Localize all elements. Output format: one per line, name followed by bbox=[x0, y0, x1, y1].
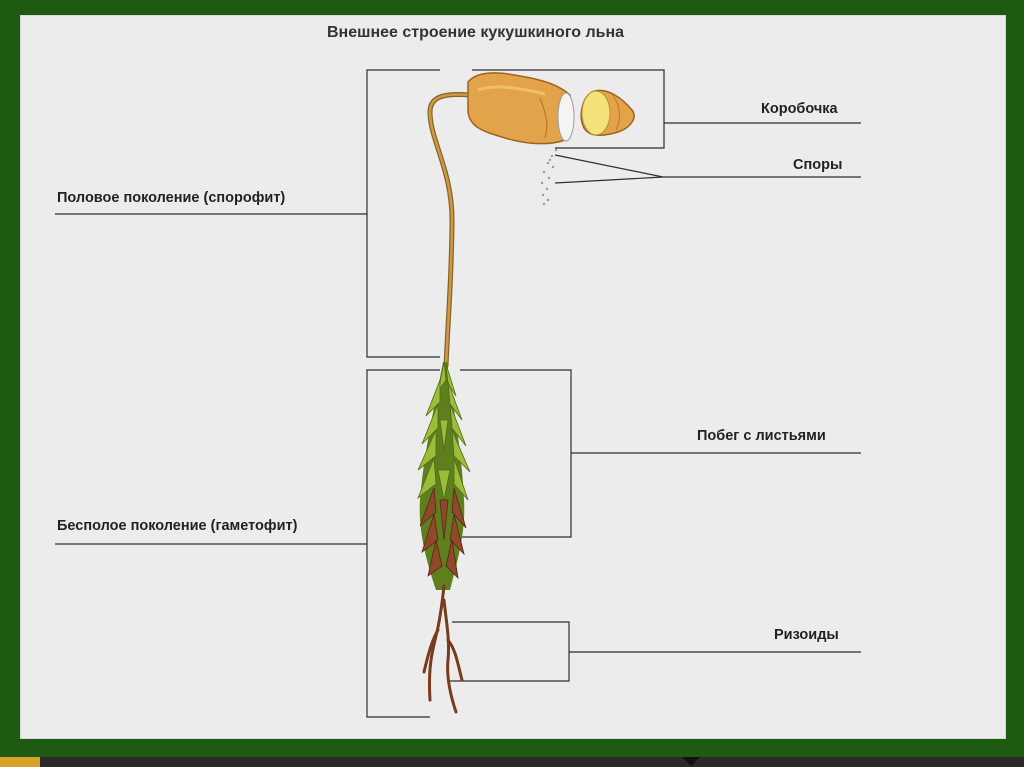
rhizoids-bracket bbox=[450, 622, 569, 681]
diagram-title: Внешнее строение кукушкиного льна bbox=[327, 24, 624, 42]
label-leafy-shoot: Побег с листьями bbox=[697, 428, 826, 444]
capsule-lid bbox=[581, 90, 634, 135]
spores-pointer-2 bbox=[555, 177, 663, 183]
spores bbox=[541, 149, 557, 205]
label-sporophyte: Половое поколение (спорофит) bbox=[57, 190, 285, 206]
leafy-shoot-bracket bbox=[460, 370, 571, 537]
spores-pointer-1 bbox=[555, 155, 663, 177]
label-spores: Споры bbox=[793, 157, 842, 173]
rhizoids bbox=[424, 586, 462, 712]
stalk-outline bbox=[430, 94, 470, 366]
capsule bbox=[468, 73, 574, 144]
label-rhizoids: Ризоиды bbox=[774, 627, 839, 643]
label-gametophyte: Бесполое поколение (гаметофит) bbox=[57, 518, 297, 534]
leafy-shoot bbox=[418, 362, 470, 590]
label-capsule: Коробочка bbox=[761, 101, 838, 117]
bracket-lines bbox=[55, 70, 861, 717]
